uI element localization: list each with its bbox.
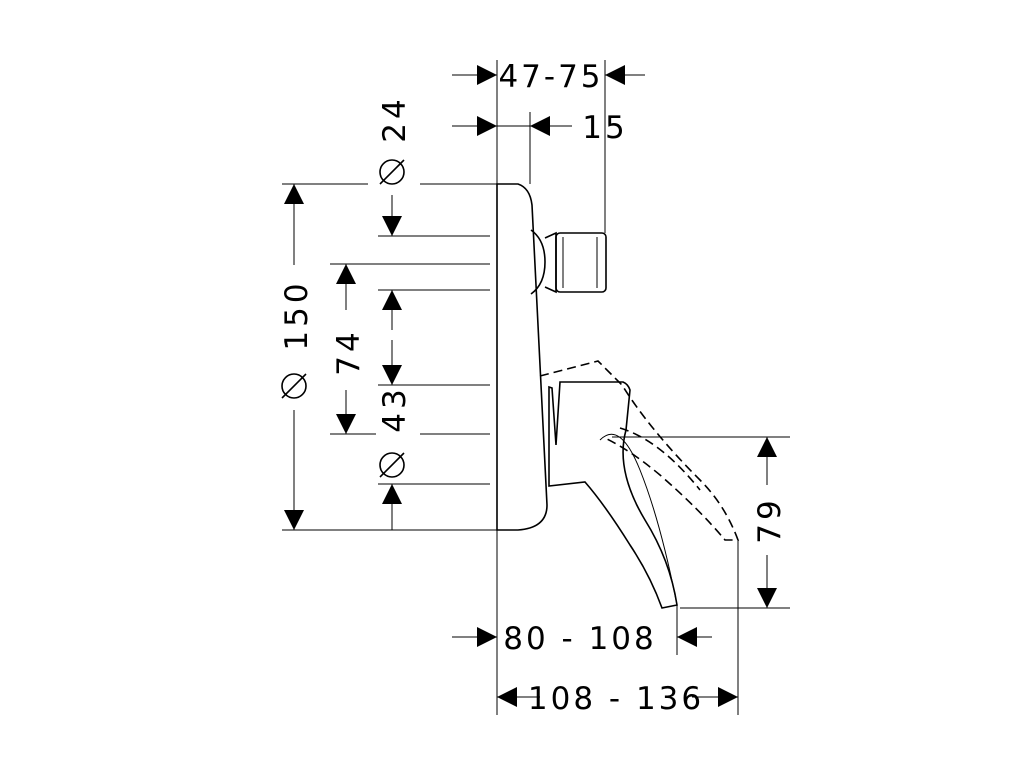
label-15: 15 [582,110,627,146]
wall-plate [496,183,548,531]
dim-79: 79 [752,437,788,608]
dim-47-75: 47-75 [452,59,645,95]
lever-handle [548,381,678,609]
label-24: 24 [377,95,413,142]
extension-lines [282,60,790,715]
diameter-symbol [379,159,405,185]
label-108-136: 108 - 136 [528,681,704,717]
label-79: 79 [752,496,788,543]
label-150: 150 [279,279,315,350]
diameter-symbol [379,452,405,478]
dim-diameter-24: 24 [377,95,413,330]
dim-80-108: 80 - 108 [452,621,712,657]
diverter-cap [555,232,607,293]
diameter-symbol [281,373,307,399]
diverter-knob [530,229,546,295]
label-80-108: 80 - 108 [503,621,657,657]
mixer-outline [496,183,740,609]
dim-diameter-150: 150 [279,184,315,530]
dim-15: 15 [452,110,627,146]
dim-diameter-43: 43 [377,340,413,530]
label-47-75: 47-75 [498,59,603,95]
label-74: 74 [331,328,367,375]
dim-108-136: 108 - 136 [497,681,738,717]
dim-74: 74 [331,264,367,434]
label-43: 43 [377,385,413,432]
lever-handle-open [539,360,740,541]
